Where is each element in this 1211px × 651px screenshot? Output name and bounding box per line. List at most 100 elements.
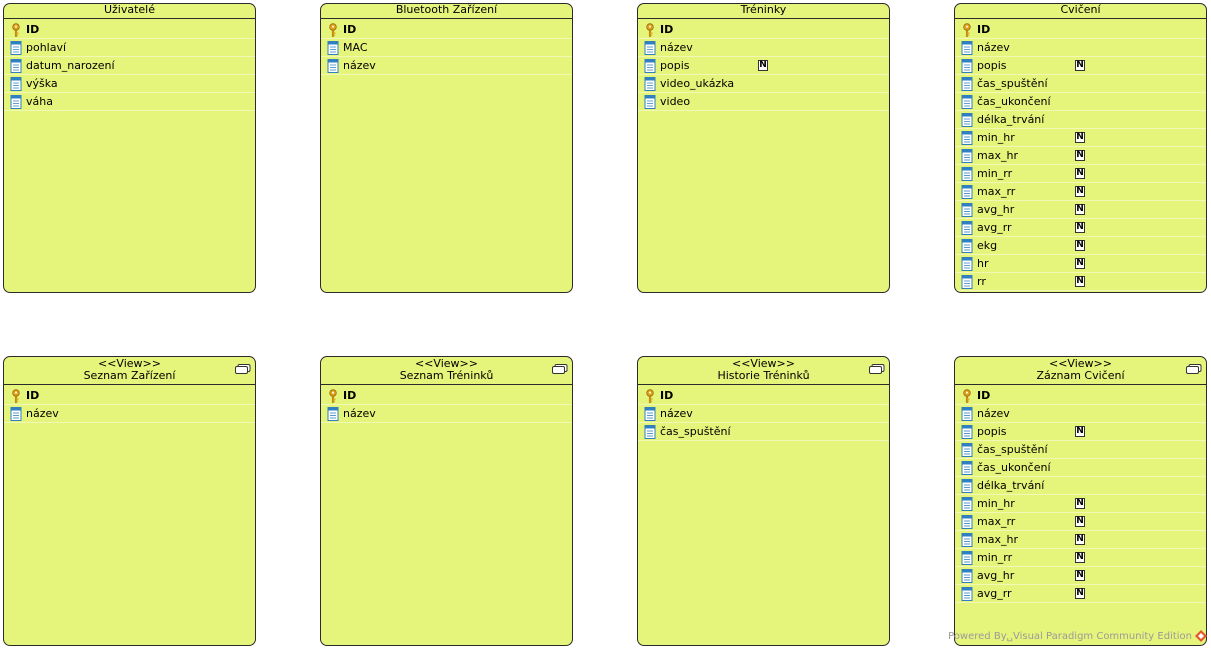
column-row[interactable]: čas_ukončení bbox=[955, 459, 1206, 477]
column-name: hr bbox=[977, 257, 989, 270]
column-row[interactable]: název bbox=[321, 405, 572, 423]
column-row[interactable]: název bbox=[955, 405, 1206, 423]
column-row[interactable]: čas_ukončení bbox=[955, 93, 1206, 111]
entity-title: Seznam Zařízení bbox=[83, 369, 176, 382]
primary-key-icon bbox=[644, 23, 656, 37]
view-stereotype: <<View>> bbox=[415, 357, 478, 370]
column-row[interactable]: video_ukázka bbox=[638, 75, 889, 93]
column-icon bbox=[644, 95, 656, 109]
column-row[interactable]: video bbox=[638, 93, 889, 111]
column-row[interactable]: datum_narození bbox=[4, 57, 255, 75]
column-icon bbox=[10, 77, 22, 91]
column-name: max_rr bbox=[977, 185, 1016, 198]
column-list: ID název bbox=[321, 387, 572, 423]
entity-header: Bluetooth Zařízení bbox=[321, 4, 572, 19]
primary-key-icon bbox=[961, 23, 973, 37]
column-name: pohlaví bbox=[26, 41, 67, 54]
primary-key-icon bbox=[10, 23, 22, 37]
nullable-icon: N bbox=[1075, 132, 1085, 143]
column-row[interactable]: čas_spuštění bbox=[638, 423, 889, 441]
column-name: název bbox=[343, 407, 376, 420]
primary-key-row[interactable]: ID bbox=[321, 21, 572, 39]
column-icon bbox=[961, 59, 973, 73]
entity-title: Tréninky bbox=[740, 3, 787, 16]
column-icon bbox=[10, 407, 22, 421]
nullable-icon: N bbox=[1075, 60, 1085, 71]
entity-title: Historie Tréninků bbox=[717, 369, 810, 382]
column-row[interactable]: délka_trvání bbox=[955, 477, 1206, 495]
column-icon bbox=[961, 41, 973, 55]
primary-key-icon bbox=[961, 389, 973, 403]
entity-header: Tréninky bbox=[638, 4, 889, 19]
column-name: video bbox=[660, 95, 691, 108]
column-row[interactable]: délka_trvání bbox=[955, 111, 1206, 129]
primary-key-row[interactable]: ID bbox=[638, 21, 889, 39]
column-icon bbox=[961, 497, 973, 511]
column-row[interactable]: hr N bbox=[955, 255, 1206, 273]
primary-key-row[interactable]: ID bbox=[4, 387, 255, 405]
view-icon bbox=[869, 364, 885, 374]
column-icon bbox=[644, 77, 656, 91]
column-row[interactable]: čas_spuštění bbox=[955, 441, 1206, 459]
nullable-icon: N bbox=[1075, 498, 1085, 509]
column-icon bbox=[961, 95, 973, 109]
primary-key-row[interactable]: ID bbox=[4, 21, 255, 39]
entity-header: <<View>> Seznam Tréninků bbox=[321, 357, 572, 385]
column-row[interactable]: výška bbox=[4, 75, 255, 93]
column-row[interactable]: pohlaví bbox=[4, 39, 255, 57]
column-name: ekg bbox=[977, 239, 998, 252]
entity-title: Seznam Tréninků bbox=[399, 369, 494, 382]
column-row[interactable]: čas_spuštění bbox=[955, 75, 1206, 93]
column-icon bbox=[961, 407, 973, 421]
column-row[interactable]: název bbox=[321, 57, 572, 75]
column-row[interactable]: váha bbox=[4, 93, 255, 111]
column-name: avg_rr bbox=[977, 587, 1012, 600]
column-row[interactable]: MAC bbox=[321, 39, 572, 57]
view-seznam-treninku[interactable]: <<View>> Seznam Tréninků ID název bbox=[320, 356, 573, 646]
primary-key-row[interactable]: ID bbox=[321, 387, 572, 405]
column-row[interactable]: název bbox=[638, 39, 889, 57]
column-icon bbox=[644, 407, 656, 421]
column-name: min_rr bbox=[977, 167, 1013, 180]
column-row[interactable]: název bbox=[4, 405, 255, 423]
view-stereotype: <<View>> bbox=[732, 357, 795, 370]
column-row[interactable]: název bbox=[638, 405, 889, 423]
entity-title: Uživatelé bbox=[103, 3, 156, 16]
column-icon bbox=[961, 185, 973, 199]
nullable-icon: N bbox=[1075, 258, 1085, 269]
primary-key-row[interactable]: ID bbox=[955, 21, 1206, 39]
column-name: max_hr bbox=[977, 533, 1018, 546]
view-icon bbox=[552, 364, 568, 374]
primary-key-row[interactable]: ID bbox=[955, 387, 1206, 405]
column-icon bbox=[10, 95, 22, 109]
column-name: čas_spuštění bbox=[977, 77, 1048, 90]
view-stereotype: <<View>> bbox=[1049, 357, 1112, 370]
column-row[interactable]: název bbox=[955, 39, 1206, 57]
column-icon bbox=[961, 551, 973, 565]
primary-key-row[interactable]: ID bbox=[638, 387, 889, 405]
